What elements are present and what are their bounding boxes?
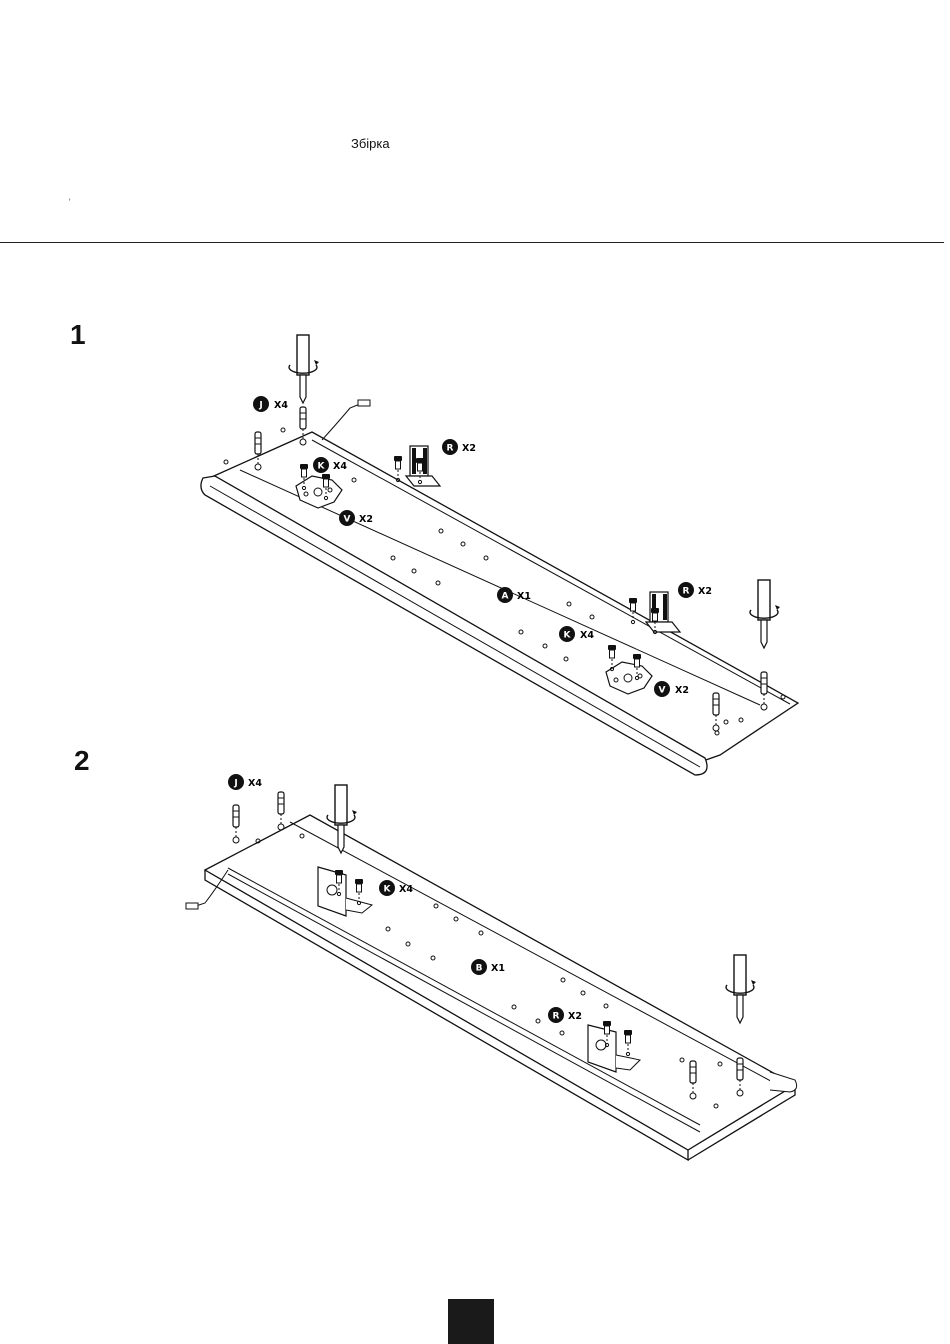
callout-qty: X1: [491, 963, 505, 974]
callout-letter: R: [683, 587, 690, 597]
callout-letter: B: [476, 964, 483, 974]
callout-1-j: J X4: [253, 396, 288, 412]
callout-1-r2: R X2: [678, 582, 712, 598]
callout-letter: V: [344, 515, 351, 525]
callout-qty: X4: [274, 400, 288, 411]
callout-qty: X2: [462, 443, 476, 454]
callout-letter: J: [258, 401, 262, 411]
callout-qty: X4: [248, 778, 262, 789]
callout-qty: X2: [675, 685, 689, 696]
callout-qty: X4: [333, 461, 347, 472]
callout-letter: K: [564, 631, 572, 641]
callout-1-r: R X2: [442, 439, 476, 455]
callout-letter: A: [502, 592, 509, 602]
page-number-tab: [448, 1299, 494, 1344]
callout-qty: X4: [580, 630, 594, 641]
callout-letter: J: [233, 779, 237, 789]
callout-letter: K: [384, 885, 392, 895]
callout-qty: X4: [399, 884, 413, 895]
callout-qty: X1: [517, 591, 531, 602]
callout-letter: R: [447, 444, 454, 454]
callout-letter: K: [318, 462, 326, 472]
callout-qty: X2: [698, 586, 712, 597]
callout-2-j: J X4: [228, 774, 262, 790]
callout-qty: X2: [359, 514, 373, 525]
callout-qty: X2: [568, 1011, 582, 1022]
callout-letter: V: [659, 686, 666, 696]
step-1-panel: [201, 335, 798, 775]
callout-letter: R: [553, 1012, 560, 1022]
